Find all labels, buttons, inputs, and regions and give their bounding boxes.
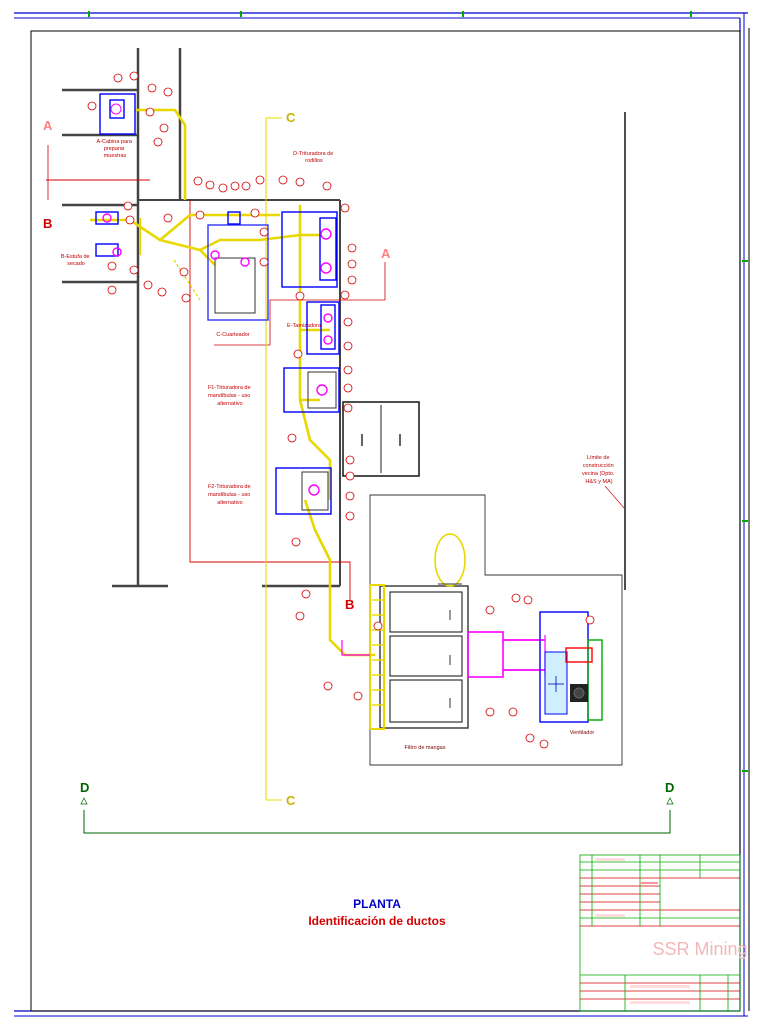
section-lines [46,117,671,834]
ductwork [90,108,375,657]
filter-room-outline [369,494,623,766]
section-a-right: A [381,246,391,261]
label-a: A-Cabina para preparar muestras [97,139,134,159]
title-sub: Identificación de ductos [308,914,446,928]
title-main: PLANTA [353,897,401,911]
bag-filter [369,533,469,730]
title-block: SSR Mining [579,854,748,1012]
section-markers: A A B B C C D D [43,110,674,808]
label-d: D-Trituradora de rodillos [293,151,335,164]
section-b-left: B [43,216,52,231]
title-block-company: SSR Mining [652,939,747,959]
label-f2: F2-Trituradora de mandíbulas - uso alter… [208,484,252,506]
section-a-left: A [43,118,53,133]
section-c-bottom: C [286,793,296,808]
duct-id-bubbles [87,71,595,749]
cabinet-unit [342,401,420,477]
section-b-bottom: B [345,597,354,612]
equipment [95,93,340,515]
label-e: E-Tamizadora [287,323,322,329]
plan-title: PLANTA Identificación de ductos [308,897,446,928]
label-c: C-Cuarteador [216,332,249,338]
label-b: B-Estufa de secado [61,254,91,267]
label-filtro: Filtro de mangas [405,745,446,751]
section-d-left: D [80,780,89,795]
label-f1: F1-Trituradora de mandíbulas - uso alter… [208,385,252,407]
label-ventilador: Ventilador [570,730,595,736]
building-walls [62,48,626,590]
equipment-labels: A-Cabina para preparar muestras B-Estufa… [61,139,625,751]
fan-unit [539,611,603,723]
label-limite: Límite de construcción vecina (Dpto. H&S… [582,455,616,485]
section-c-top: C [286,110,296,125]
section-d-right: D [665,780,674,795]
